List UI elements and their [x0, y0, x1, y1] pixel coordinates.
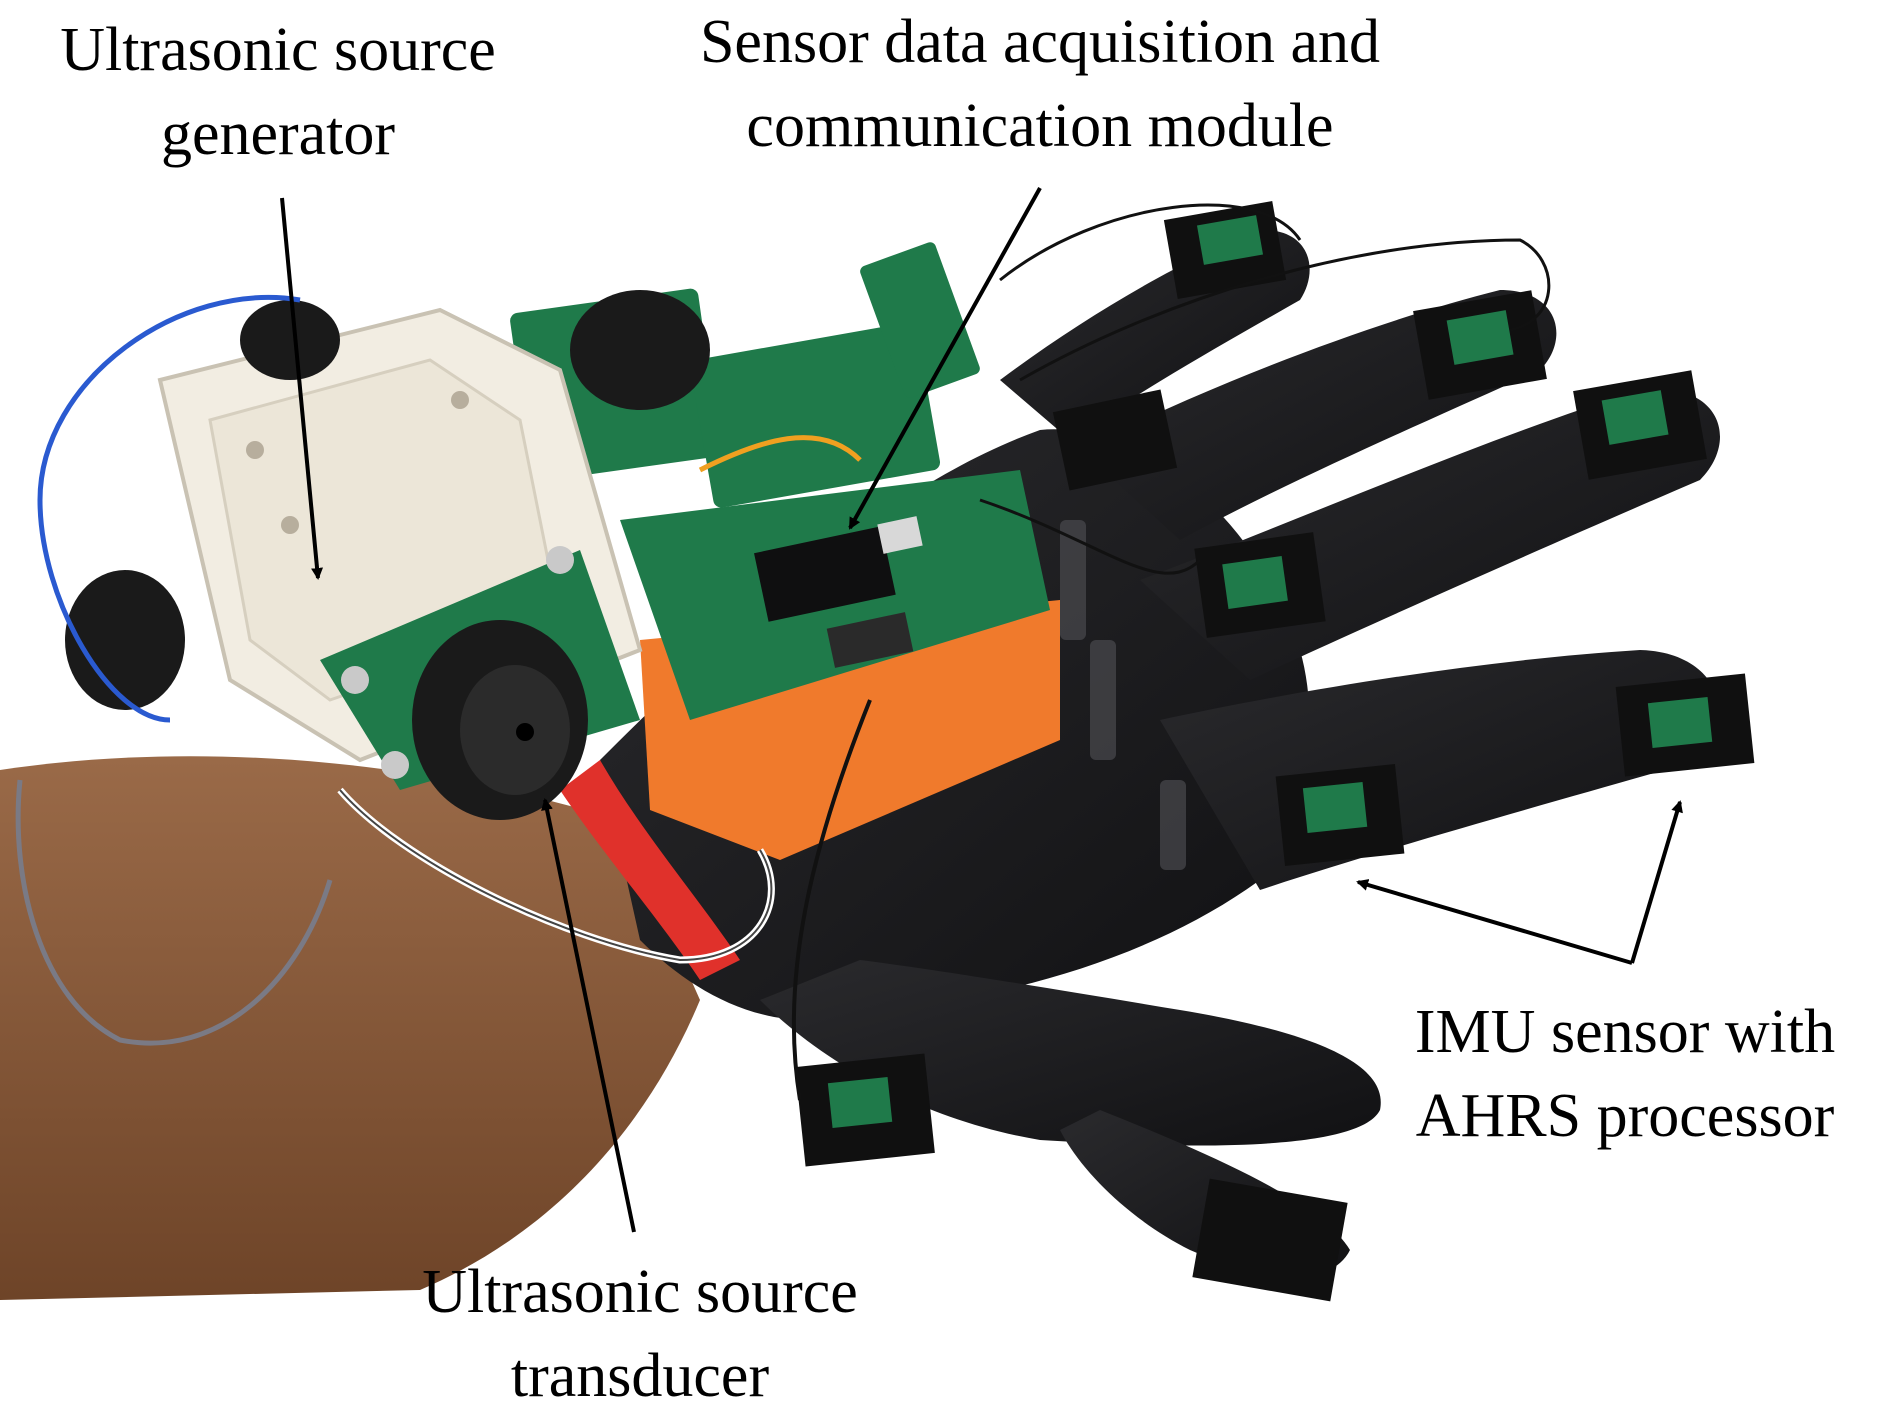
annotation-arrows	[280, 187, 1683, 1233]
glove-print	[1060, 520, 1186, 870]
label-ultrasonic-source-transducer: Ultrasonic source transducer	[422, 1258, 858, 1410]
imu-sensors	[795, 201, 1755, 1302]
arrow-transducer	[541, 798, 636, 1233]
arrow-daq-module	[848, 187, 1042, 530]
arrow-imu-right	[1630, 800, 1683, 964]
label-ultrasonic-source-generator: Ultrasonic source generator	[60, 16, 496, 168]
forearm	[0, 756, 700, 1300]
label-imu-sensor-ahrs: IMU sensor with AHRS processor	[1414, 998, 1836, 1150]
transducers	[65, 290, 710, 820]
arrow-imu-left	[1356, 879, 1633, 965]
daq-module	[620, 470, 1060, 860]
cables	[15, 203, 1551, 1101]
label-sensor-data-acquisition-module: Sensor data acquisition and communicatio…	[699, 8, 1381, 160]
arrow-source-generator	[280, 197, 324, 580]
wrist-strap	[560, 760, 740, 980]
